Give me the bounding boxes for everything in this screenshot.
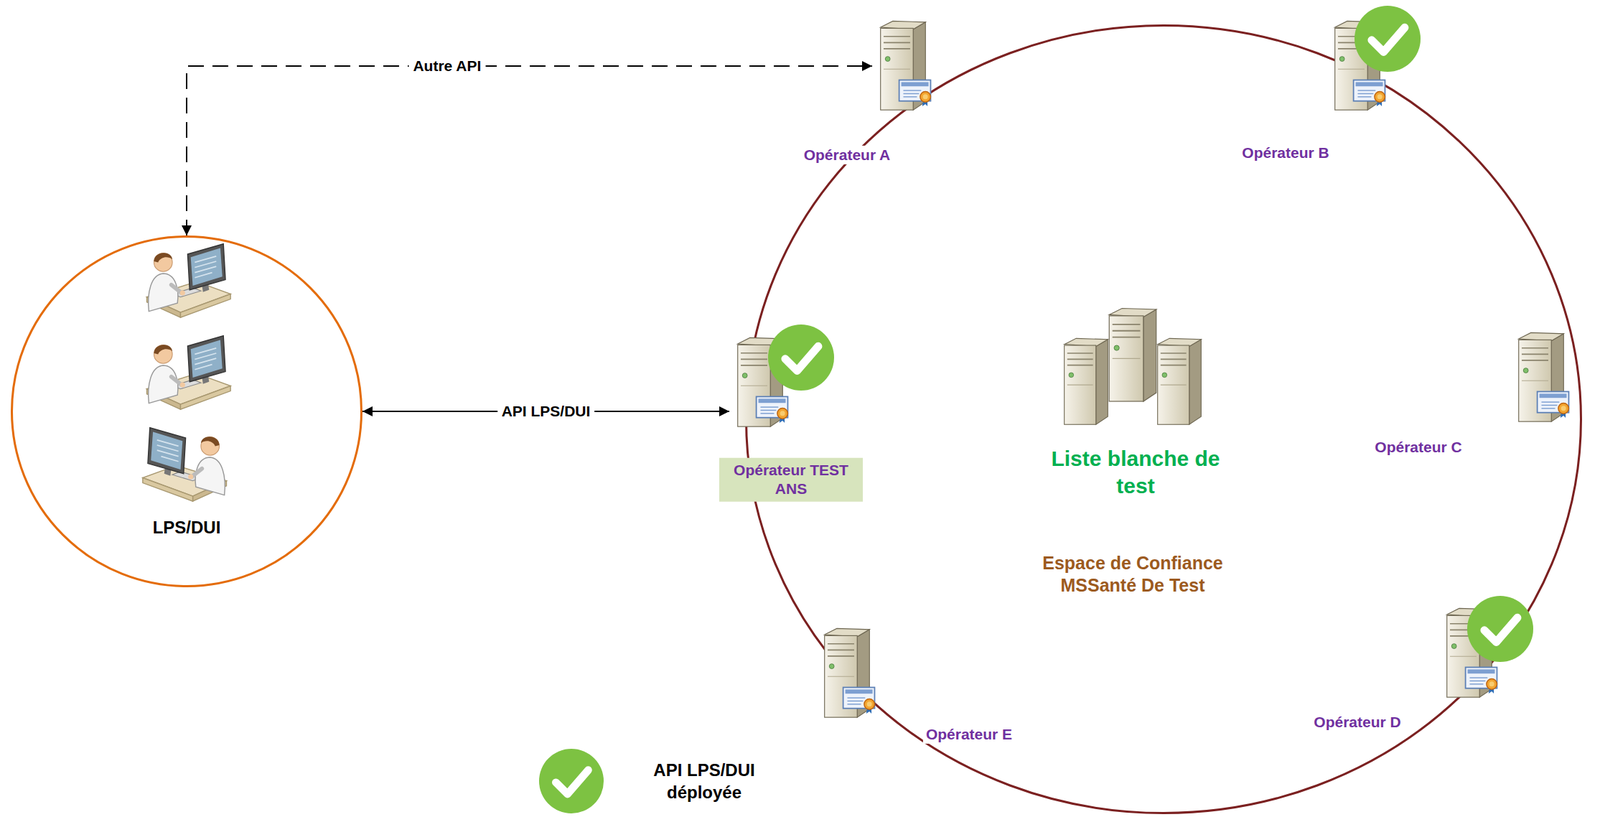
check-badge bbox=[1467, 595, 1534, 662]
trust-space-circle: Espace de Confiance MSSanté De Test Liste… bbox=[745, 24, 1583, 814]
node-label: Opérateur B bbox=[1238, 143, 1332, 163]
whitelist-cluster: Liste blanche de test bbox=[1033, 305, 1235, 503]
user-workstation-icon bbox=[147, 335, 232, 410]
check-badge bbox=[768, 324, 835, 391]
legend-check-badge bbox=[539, 748, 604, 814]
server-icon bbox=[1064, 338, 1109, 425]
node-label: Espace de Confiance MSSanté De Test bbox=[1003, 551, 1262, 598]
operator-server: Opérateur E bbox=[816, 627, 878, 720]
operator-server: Opérateur B bbox=[1326, 20, 1389, 112]
operator-server: Opérateur D bbox=[1438, 607, 1501, 700]
node-graphic bbox=[1510, 331, 1573, 424]
certificate-icon bbox=[1353, 79, 1386, 107]
certificate-icon bbox=[1537, 391, 1570, 418]
node-label: Opérateur D bbox=[1310, 712, 1404, 732]
node-graphic bbox=[729, 336, 792, 429]
connector bbox=[186, 66, 873, 236]
node-graphic bbox=[816, 627, 878, 720]
user-workstation-icon bbox=[147, 244, 232, 318]
certificate-icon bbox=[1465, 666, 1498, 694]
node-label: Opérateur C bbox=[1371, 437, 1465, 457]
circle-outline bbox=[746, 25, 1582, 814]
certificate-icon bbox=[756, 396, 789, 423]
connector-label: Autre API bbox=[408, 57, 486, 75]
certificate-icon bbox=[899, 79, 932, 107]
node-graphic bbox=[1438, 607, 1501, 700]
server-icon bbox=[1109, 307, 1157, 402]
node-graphic bbox=[1326, 20, 1389, 112]
operator-server: Opérateur C bbox=[1510, 331, 1573, 424]
certificate-icon bbox=[843, 686, 876, 714]
node-label: Opérateur TEST ANS bbox=[719, 457, 863, 502]
node-label: LPS/DUI bbox=[152, 516, 222, 539]
node-label: Liste blanche de test bbox=[1045, 445, 1226, 499]
node-graphic bbox=[872, 20, 934, 112]
node-graphic bbox=[1033, 305, 1235, 503]
circle-outline bbox=[12, 236, 362, 587]
node-label: Opérateur E bbox=[923, 724, 1015, 744]
operator-server: Opérateur A bbox=[872, 20, 934, 112]
node-label: Opérateur A bbox=[801, 145, 894, 165]
operator-server: Opérateur TEST ANS bbox=[729, 336, 792, 429]
legend-text: API LPS/DUI déployée bbox=[643, 758, 766, 804]
check-badge bbox=[1354, 5, 1421, 72]
client-circle: LPS/DUI bbox=[10, 235, 363, 588]
user-workstation-icon bbox=[142, 427, 227, 502]
connector-label: API LPS/DUI bbox=[497, 402, 596, 420]
server-icon bbox=[1157, 338, 1202, 425]
